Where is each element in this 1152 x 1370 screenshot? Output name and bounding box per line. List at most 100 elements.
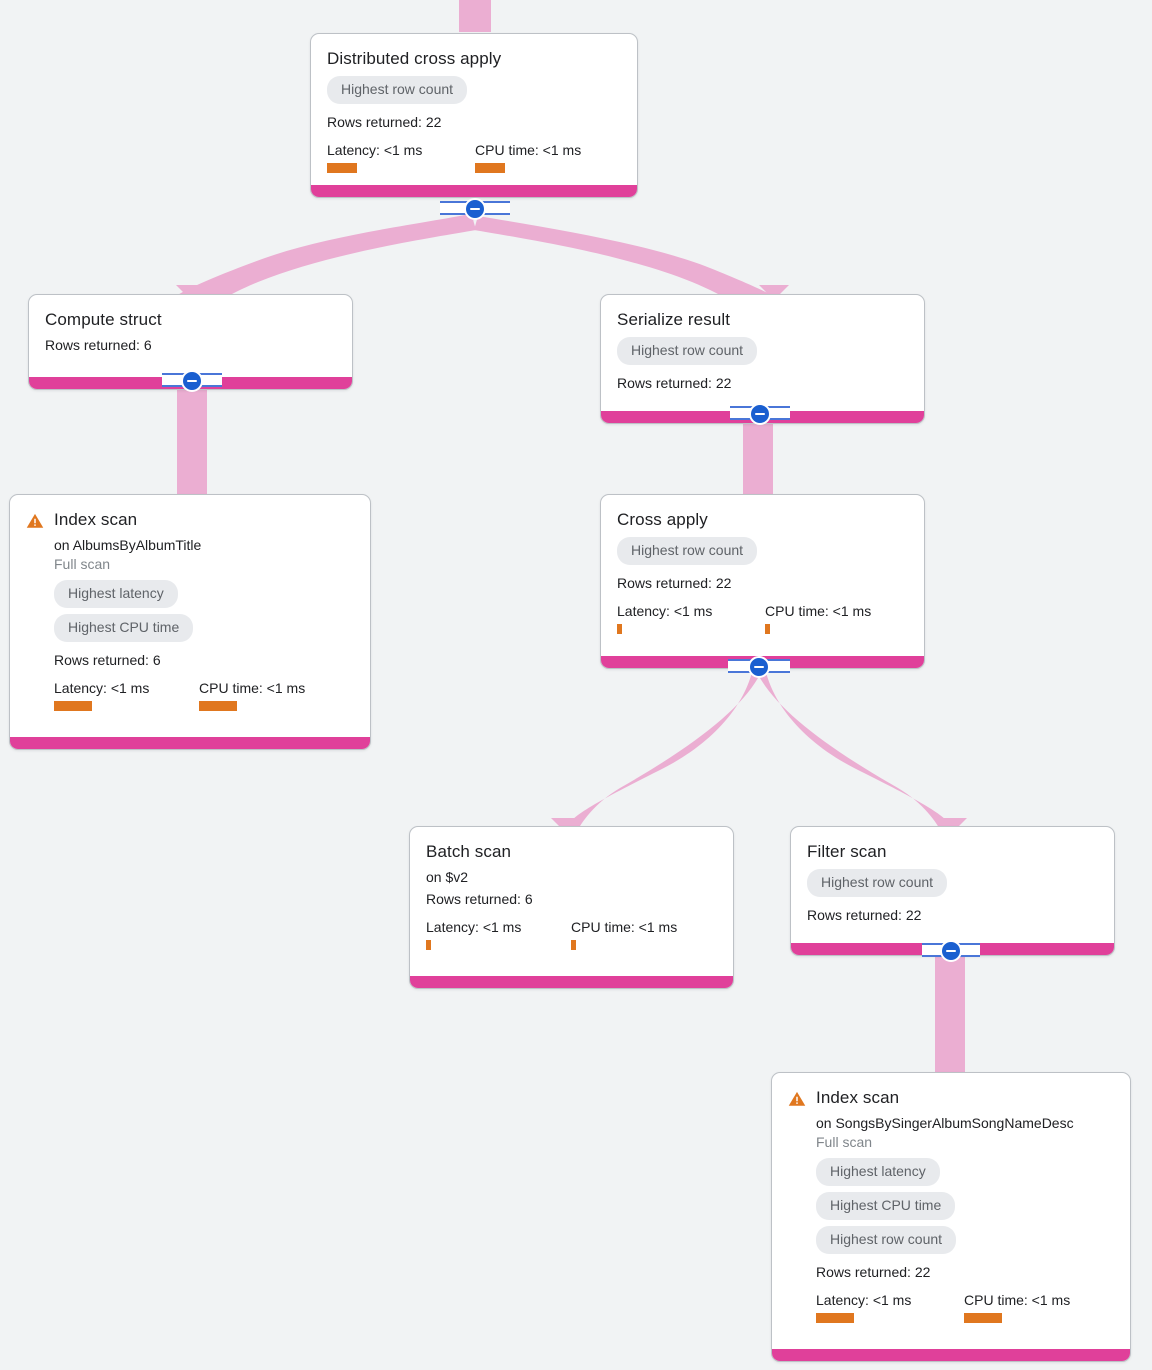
metric-cpu-label: CPU time: <1 ms	[199, 680, 306, 696]
node-metrics: Latency: <1 ms CPU time: <1 ms	[816, 1291, 1114, 1323]
node-title: Index scan	[816, 1088, 900, 1107]
node-batch-scan[interactable]: Batch scan on $v2 Rows returned: 6 Laten…	[409, 826, 734, 989]
node-title-row: Index scan	[26, 509, 354, 531]
metric-latency-bar	[327, 163, 357, 173]
node-title: Serialize result	[617, 310, 731, 329]
metric-latency-bar	[816, 1313, 854, 1323]
warning-triangle-icon	[788, 1091, 806, 1106]
rows-returned: Rows returned: 22	[327, 114, 442, 130]
node-index-scan-albums[interactable]: Index scan on AlbumsByAlbumTitle Full sc…	[9, 494, 371, 750]
rows-returned: Rows returned: 22	[807, 907, 922, 923]
node-details: on SongsBySingerAlbumSongNameDesc Full s…	[788, 1114, 1114, 1323]
metric-latency-label: Latency: <1 ms	[617, 603, 713, 619]
metric-latency: Latency: <1 ms	[617, 602, 765, 634]
node-footer-bar	[410, 976, 733, 988]
edge-root-inlet	[459, 0, 491, 32]
metric-cpu-label: CPU time: <1 ms	[571, 919, 678, 935]
badge-highest-latency: Highest latency	[816, 1158, 940, 1186]
rows-returned: Rows returned: 6	[426, 891, 533, 907]
metric-latency-label: Latency: <1 ms	[54, 680, 150, 696]
node-body: Index scan on SongsBySingerAlbumSongName…	[772, 1073, 1130, 1349]
metric-cpu-label: CPU time: <1 ms	[765, 603, 872, 619]
collapse-button-distributed-cross-apply[interactable]	[464, 198, 486, 220]
node-title-row: Index scan	[788, 1087, 1114, 1109]
node-details: on AlbumsByAlbumTitle Full scan Highest …	[26, 536, 354, 711]
badge-highest-row-count: Highest row count	[617, 337, 758, 365]
node-title-row: Compute struct	[45, 309, 336, 331]
metric-latency-label: Latency: <1 ms	[327, 142, 423, 158]
badge-highest-latency: Highest latency	[54, 580, 178, 608]
node-chips: Highest latency Highest CPU time Highest…	[816, 1158, 1114, 1260]
metric-cpu-bar	[199, 701, 237, 711]
node-title-row: Batch scan	[426, 841, 717, 863]
node-title: Index scan	[54, 510, 138, 529]
node-subtitle-on: on AlbumsByAlbumTitle	[54, 537, 202, 553]
edge-compute-to-index-albums	[177, 380, 207, 496]
metric-cpu-bar	[475, 163, 505, 173]
node-chips: Highest row count	[327, 76, 621, 110]
metric-latency-label: Latency: <1 ms	[426, 919, 522, 935]
edge-filter-to-index-songs	[935, 949, 965, 1074]
node-chips: Highest latency Highest CPU time	[54, 580, 354, 648]
node-subtitle-on: on $v2	[426, 869, 469, 885]
collapse-button-compute-struct[interactable]	[181, 370, 203, 392]
metric-latency-bar	[426, 940, 431, 950]
rows-returned: Rows returned: 6	[54, 652, 161, 668]
collapse-button-cross-apply[interactable]	[748, 656, 770, 678]
metric-latency: Latency: <1 ms	[54, 679, 199, 711]
rows-returned: Rows returned: 22	[617, 375, 732, 391]
node-body: Batch scan on $v2 Rows returned: 6 Laten…	[410, 827, 733, 976]
badge-highest-row-count: Highest row count	[816, 1226, 957, 1254]
node-metrics: Latency: <1 ms CPU time: <1 ms	[426, 918, 717, 950]
rows-returned: Rows returned: 22	[617, 575, 732, 591]
node-title-row: Filter scan	[807, 841, 1098, 863]
node-footer-bar	[772, 1349, 1130, 1361]
metric-cpu: CPU time: <1 ms	[964, 1291, 1070, 1323]
node-title-row: Distributed cross apply	[327, 48, 621, 70]
metric-cpu-label: CPU time: <1 ms	[964, 1292, 1071, 1308]
metric-cpu-bar	[571, 940, 576, 950]
node-title: Compute struct	[45, 310, 162, 329]
metric-latency: Latency: <1 ms	[426, 918, 571, 950]
badge-highest-row-count: Highest row count	[807, 869, 948, 897]
node-body: Distributed cross apply Highest row coun…	[311, 34, 637, 185]
node-metrics: Latency: <1 ms CPU time: <1 ms	[327, 141, 621, 173]
node-distributed-cross-apply[interactable]: Distributed cross apply Highest row coun…	[310, 33, 638, 198]
rows-returned: Rows returned: 22	[816, 1264, 931, 1280]
node-chips: Highest row count	[617, 337, 908, 371]
metric-cpu-bar	[964, 1313, 1002, 1323]
metric-cpu: CPU time: <1 ms	[765, 602, 871, 634]
node-title-row: Serialize result	[617, 309, 908, 331]
node-metrics: Latency: <1 ms CPU time: <1 ms	[617, 602, 908, 634]
node-metrics: Latency: <1 ms CPU time: <1 ms	[54, 679, 354, 711]
rows-returned: Rows returned: 6	[45, 337, 152, 353]
metric-cpu: CPU time: <1 ms	[199, 679, 305, 711]
node-cross-apply[interactable]: Cross apply Highest row count Rows retur…	[600, 494, 925, 669]
metric-latency-bar	[617, 624, 622, 634]
node-subtitle-fullscan: Full scan	[54, 556, 111, 572]
node-title: Cross apply	[617, 510, 708, 529]
metric-cpu: CPU time: <1 ms	[571, 918, 677, 950]
node-filter-scan[interactable]: Filter scan Highest row count Rows retur…	[790, 826, 1115, 956]
node-title: Batch scan	[426, 842, 512, 861]
node-chips: Highest row count	[807, 869, 1098, 903]
node-body: Serialize result Highest row count Rows …	[601, 295, 924, 411]
node-body: Cross apply Highest row count Rows retur…	[601, 495, 924, 656]
collapse-button-serialize-result[interactable]	[749, 403, 771, 425]
badge-highest-cpu-time: Highest CPU time	[54, 614, 194, 642]
metric-cpu: CPU time: <1 ms	[475, 141, 581, 173]
node-index-scan-songs[interactable]: Index scan on SongsBySingerAlbumSongName…	[771, 1072, 1131, 1362]
metric-cpu-bar	[765, 624, 770, 634]
collapse-button-filter-scan[interactable]	[940, 940, 962, 962]
node-footer-bar	[311, 185, 637, 197]
metric-latency: Latency: <1 ms	[816, 1291, 964, 1323]
node-footer-bar	[10, 737, 370, 749]
edge-dca-to-compute-struct	[176, 214, 474, 296]
node-title: Filter scan	[807, 842, 887, 861]
node-serialize-result[interactable]: Serialize result Highest row count Rows …	[600, 294, 925, 424]
node-subtitle-fullscan: Full scan	[816, 1134, 873, 1150]
badge-highest-row-count: Highest row count	[327, 76, 468, 104]
metric-latency-label: Latency: <1 ms	[816, 1292, 912, 1308]
metric-latency: Latency: <1 ms	[327, 141, 475, 173]
